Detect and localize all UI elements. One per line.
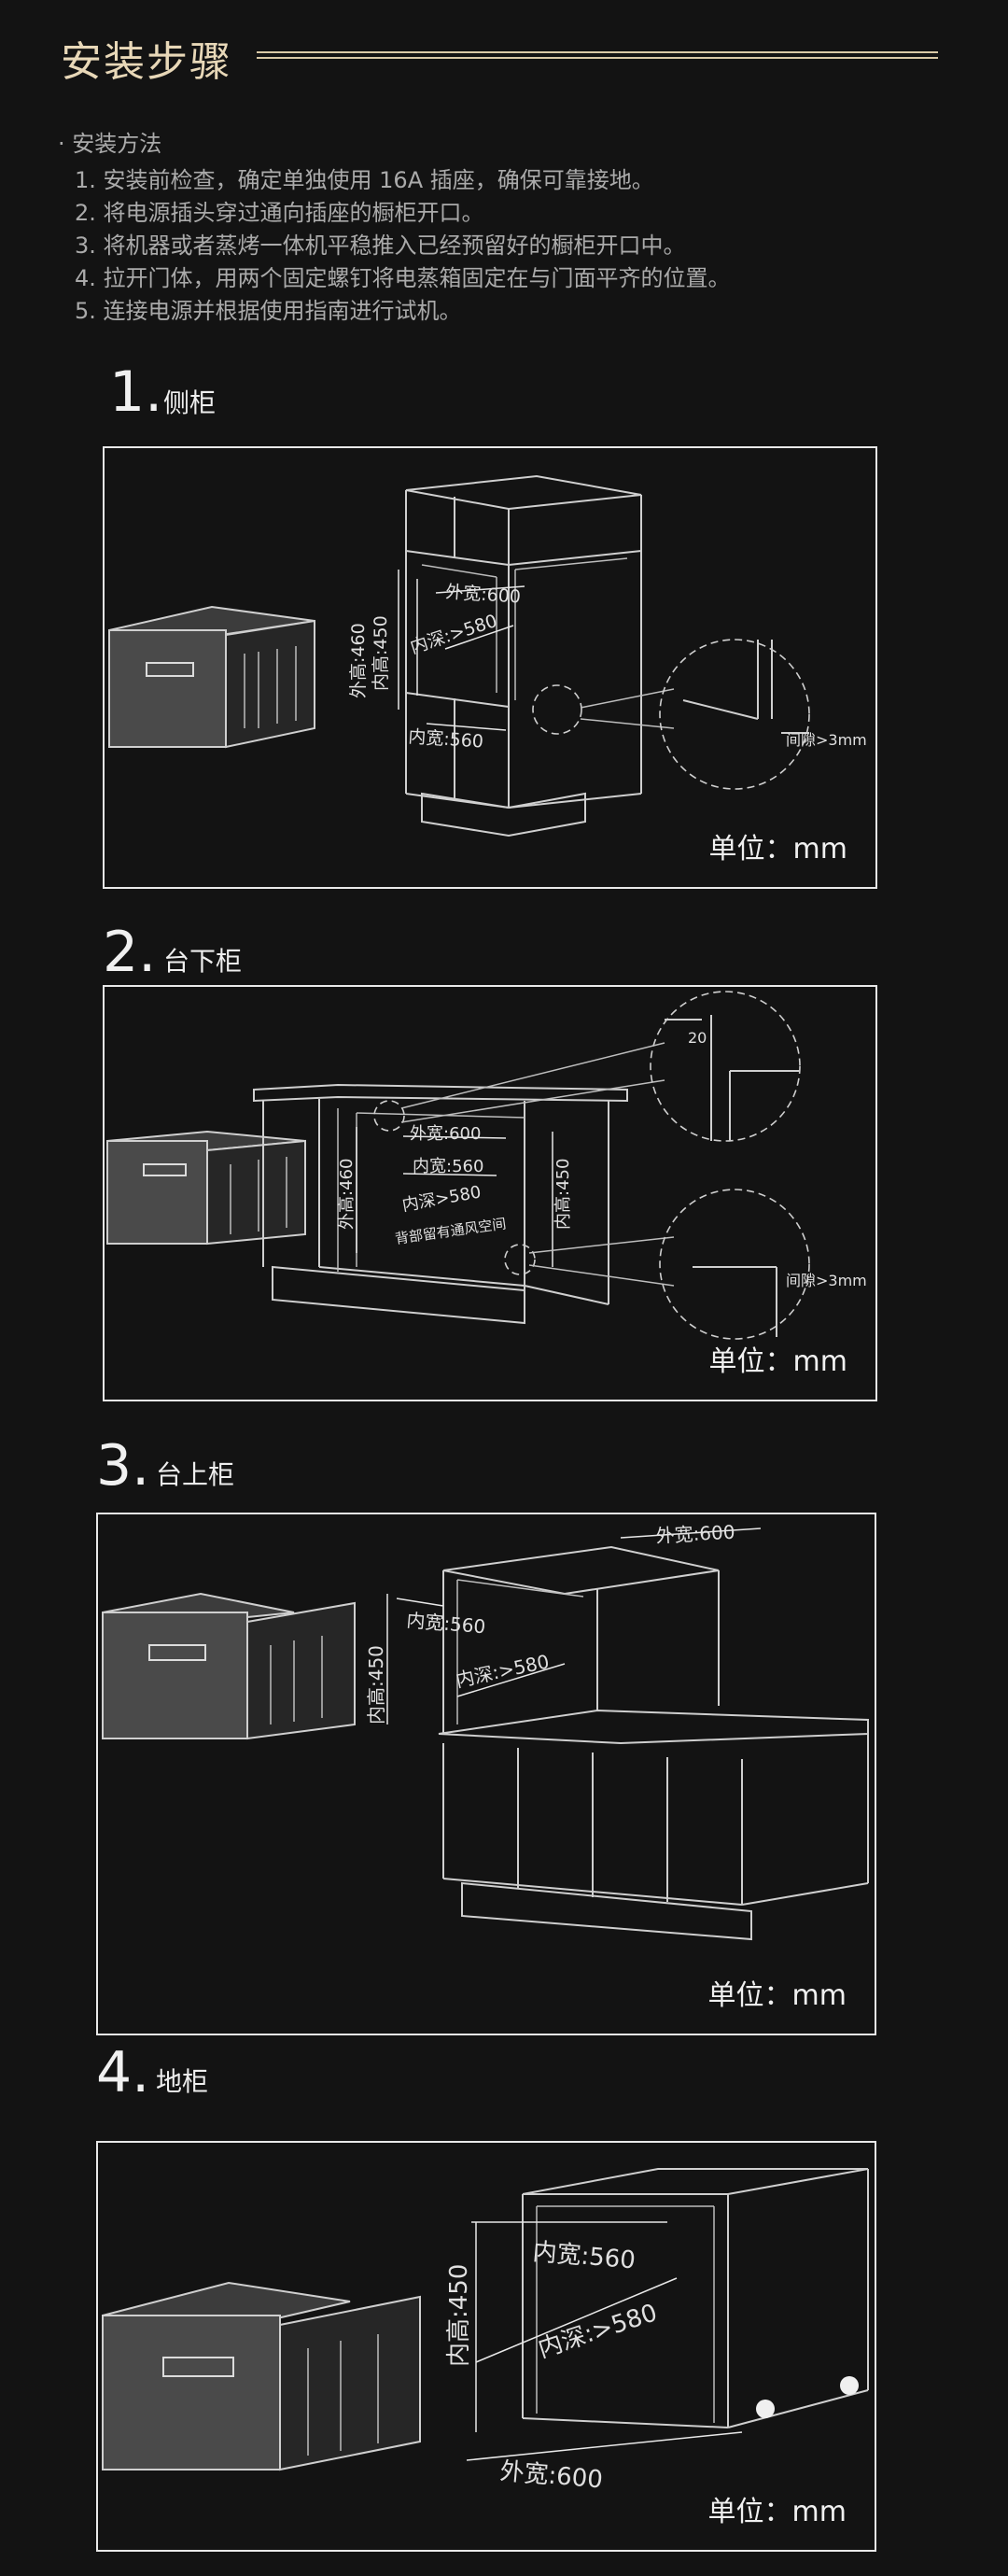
label-gap-top: 20 xyxy=(688,1029,707,1047)
section-1-label: 侧柜 xyxy=(163,387,217,418)
floor-cabinet-illustration xyxy=(522,2168,869,2428)
section-2-number: 2. xyxy=(103,920,157,985)
diagram-panel-under-counter: 外高:460 外宽:600 内宽:560 内深>580 背部留有通风空间 内高:… xyxy=(103,985,877,1401)
label-inner-depth: 内深>580 xyxy=(400,1182,483,1216)
page-title: 安装步骤 xyxy=(61,38,232,86)
method-heading: · 安装方法 xyxy=(58,131,162,157)
label-outer-width: 外宽:600 xyxy=(445,582,522,608)
label-outer-width: 外宽:600 xyxy=(498,2457,604,2495)
diagram-panel-floor-cabinet: 内高:450 内宽:560 内深:>580 外宽:600 单位：mm xyxy=(96,2141,876,2552)
diagram-panel-side-cabinet: 外高:460 内高:450 外宽:600 内深:>580 内宽:560 间隙>3… xyxy=(103,446,877,889)
label-inner-height: 内高:450 xyxy=(365,1645,387,1724)
label-inner-height: 内高:450 xyxy=(553,1159,573,1230)
label-inner-height: 内高:450 xyxy=(445,2264,473,2367)
label-vent-note: 背部留有通风空间 xyxy=(394,1215,507,1247)
label-inner-width: 内宽:560 xyxy=(408,726,484,753)
label-inner-depth: 内深:>580 xyxy=(454,1650,551,1692)
section-1-number: 1. xyxy=(109,359,163,425)
method-steps: 1. 安装前检查，确定单独使用 16A 插座，确保可靠接地。 2. 将电源插头穿… xyxy=(75,164,731,328)
section-3-number: 3. xyxy=(96,1433,150,1499)
unit-label: 单位：mm xyxy=(707,2496,847,2528)
under-counter-cabinet-illustration xyxy=(253,1083,628,1325)
oven-illustration xyxy=(106,1130,306,1246)
label-inner-width: 内宽:560 xyxy=(406,1609,487,1638)
unit-label: 单位：mm xyxy=(707,1979,847,2012)
tall-cabinet-illustration xyxy=(405,474,642,838)
section-4-number: 4. xyxy=(96,2040,150,2105)
oven-illustration xyxy=(108,605,315,749)
diagram-panel-countertop: 外宽:600 内宽:560 内高:450 内深:>580 单位：mm xyxy=(96,1513,876,2035)
label-outer-width: 外宽:600 xyxy=(655,1521,735,1547)
oven-illustration xyxy=(102,1592,356,1740)
label-gap: 间隙>3mm xyxy=(786,731,867,749)
step-item: 4. 拉开门体，用两个固定螺钉将电蒸箱固定在与门面平齐的位置。 xyxy=(75,265,731,291)
oven-illustration xyxy=(102,2281,421,2471)
unit-label: 单位：mm xyxy=(708,1345,847,1378)
label-gap: 间隙>3mm xyxy=(786,1272,867,1289)
step-item: 1. 安装前检查，确定单独使用 16A 插座，确保可靠接地。 xyxy=(75,167,654,193)
label-outer-width: 外宽:600 xyxy=(410,1124,481,1144)
label-inner-width: 内宽:560 xyxy=(413,1157,483,1176)
step-item: 3. 将机器或者蒸烤一体机平稳推入已经预留好的橱柜开口中。 xyxy=(75,232,686,259)
step-item: 2. 将电源插头穿过通向插座的橱柜开口。 xyxy=(75,200,484,226)
unit-label: 单位：mm xyxy=(708,833,847,866)
label-inner-width: 内宽:560 xyxy=(531,2238,637,2275)
label-inner-depth: 内深:>580 xyxy=(535,2299,661,2363)
label-outer-height: 外高:460 xyxy=(348,623,369,698)
label-outer-height: 外高:460 xyxy=(337,1159,357,1230)
section-3-label: 台上柜 xyxy=(156,1459,235,1490)
section-2-label: 台下柜 xyxy=(163,946,243,977)
label-inner-height: 内高:450 xyxy=(371,615,391,691)
step-item: 5. 连接电源并根据使用指南进行试机。 xyxy=(75,298,462,324)
section-4-label: 地柜 xyxy=(156,2066,209,2097)
title-divider xyxy=(257,51,938,59)
label-inner-depth: 内深:>580 xyxy=(408,611,500,658)
countertop-cabinet-illustration xyxy=(438,1545,869,1941)
